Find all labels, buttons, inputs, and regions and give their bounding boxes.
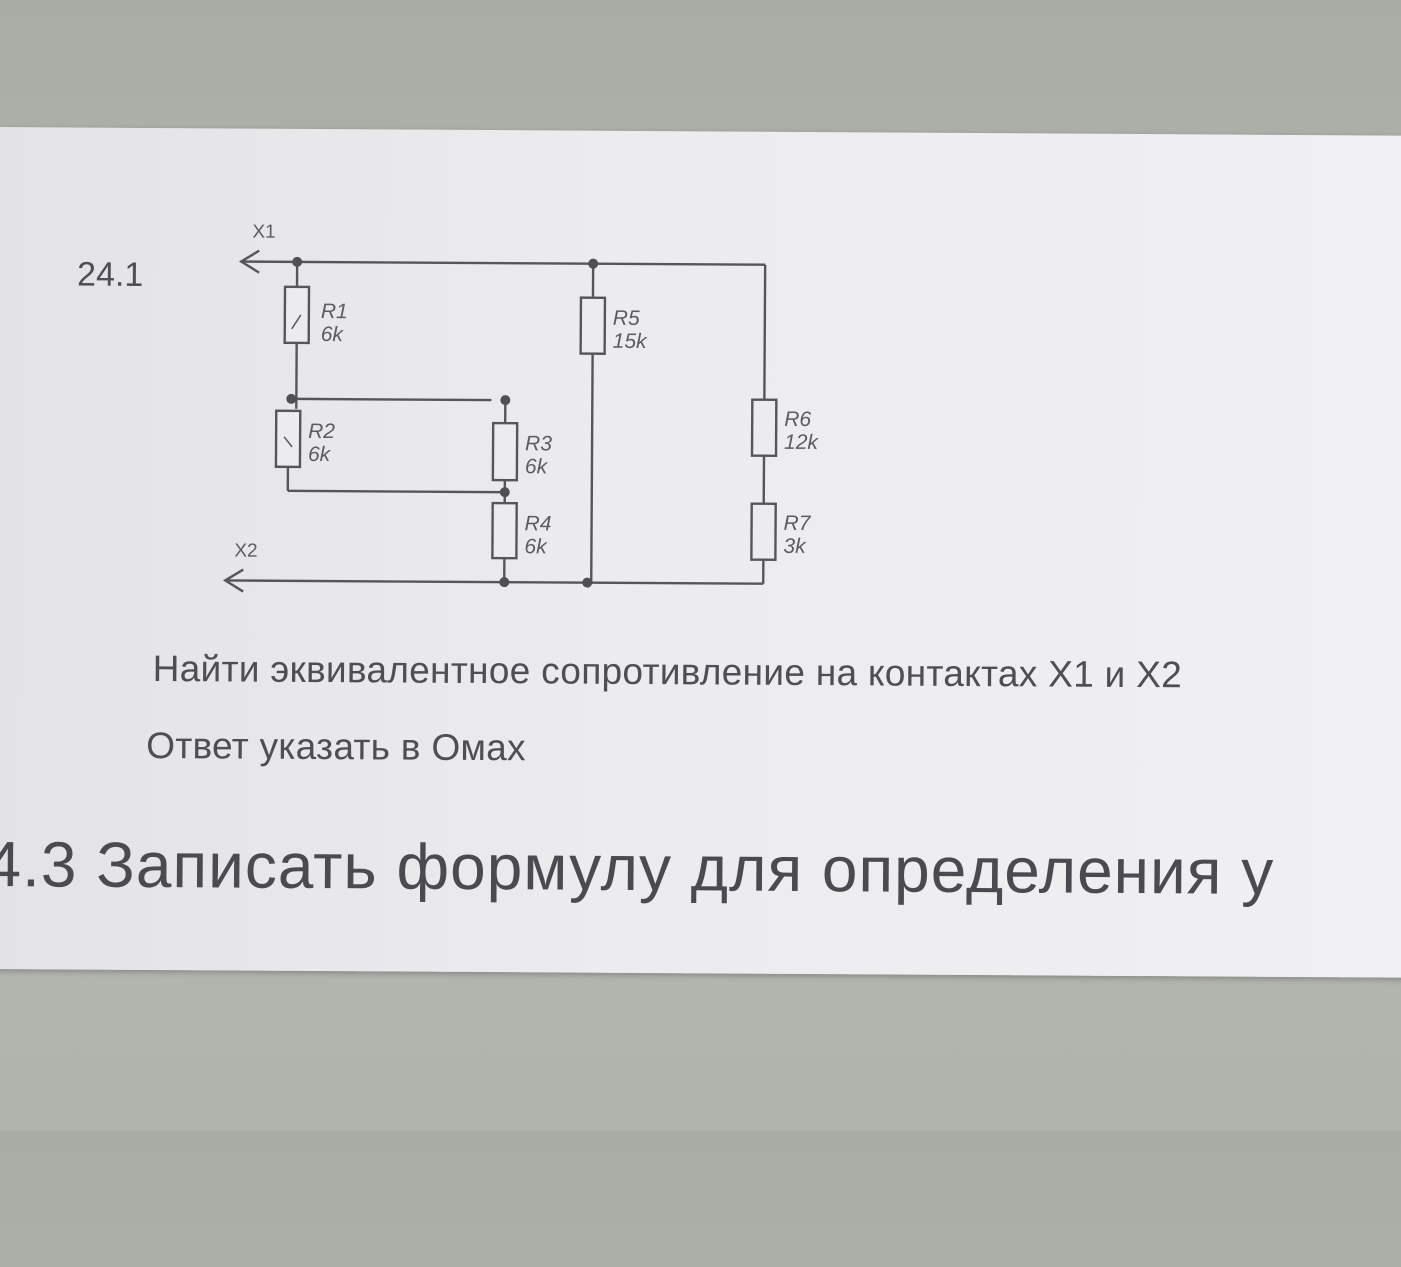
node-bottom-r5 (582, 578, 592, 588)
node-r3-top (500, 395, 510, 405)
resistor-r1-name: R1 (321, 300, 348, 323)
wire-r5-bottom (591, 354, 592, 583)
resistor-r1 (285, 287, 309, 343)
resistor-r7-value: 3k (783, 535, 807, 558)
resistor-r7 (751, 504, 775, 560)
circuit-diagram: X1 X2 R1 6k R2 6k R3 6k R4 6k R5 15k R6 … (0, 127, 1391, 1267)
resistor-r5-value: 15k (613, 330, 648, 353)
node-bottom-r4 (499, 577, 509, 587)
resistor-r1-value: 6k (321, 323, 345, 346)
resistor-r6 (752, 400, 776, 456)
resistor-r7-name: R7 (784, 512, 812, 535)
wire-top (241, 262, 765, 265)
wire-bottom (225, 580, 763, 583)
resistor-r6-value: 12k (784, 431, 819, 454)
resistor-r3-value: 6k (525, 455, 549, 478)
node-r1-r2 (286, 394, 296, 404)
node-top-left (292, 257, 302, 267)
next-section-heading: 4.3 Записать формулу для определения у (0, 827, 1274, 909)
resistor-r3-name: R3 (525, 432, 552, 455)
resistor-r2-mark (284, 437, 292, 447)
wire-right (764, 265, 765, 400)
resistor-r2-name: R2 (308, 420, 335, 443)
resistor-r4-value: 6k (524, 535, 548, 558)
circuit-wires (225, 250, 765, 594)
resistor-r4 (492, 503, 516, 558)
resistor-r1-mark (292, 315, 301, 329)
terminal-x1-label: X1 (252, 222, 275, 243)
x2-arrow (225, 569, 243, 591)
resistor-r2 (276, 411, 300, 467)
resistor-r4-name: R4 (525, 512, 552, 535)
resistor-r3 (493, 423, 517, 480)
node-r3-r4 (500, 487, 510, 497)
node-top-mid (588, 259, 598, 269)
terminal-x2-label: X2 (234, 541, 257, 562)
resistor-r6-name: R6 (784, 408, 811, 431)
problem-number: 24.1 (77, 256, 143, 295)
paper-sheet: 24.1 (0, 127, 1401, 978)
task-text-line-1: Найти эквивалентное сопротивление на кон… (153, 648, 1183, 696)
wire-mid-h2 (288, 491, 505, 492)
x1-arrow (241, 251, 259, 273)
wire-mid-h1 (296, 399, 491, 400)
resistor-r2-value: 6k (308, 443, 332, 466)
task-text-line-2: Ответ указать в Омах (146, 725, 526, 769)
resistor-r5 (581, 298, 605, 354)
resistor-r5-name: R5 (613, 307, 640, 330)
